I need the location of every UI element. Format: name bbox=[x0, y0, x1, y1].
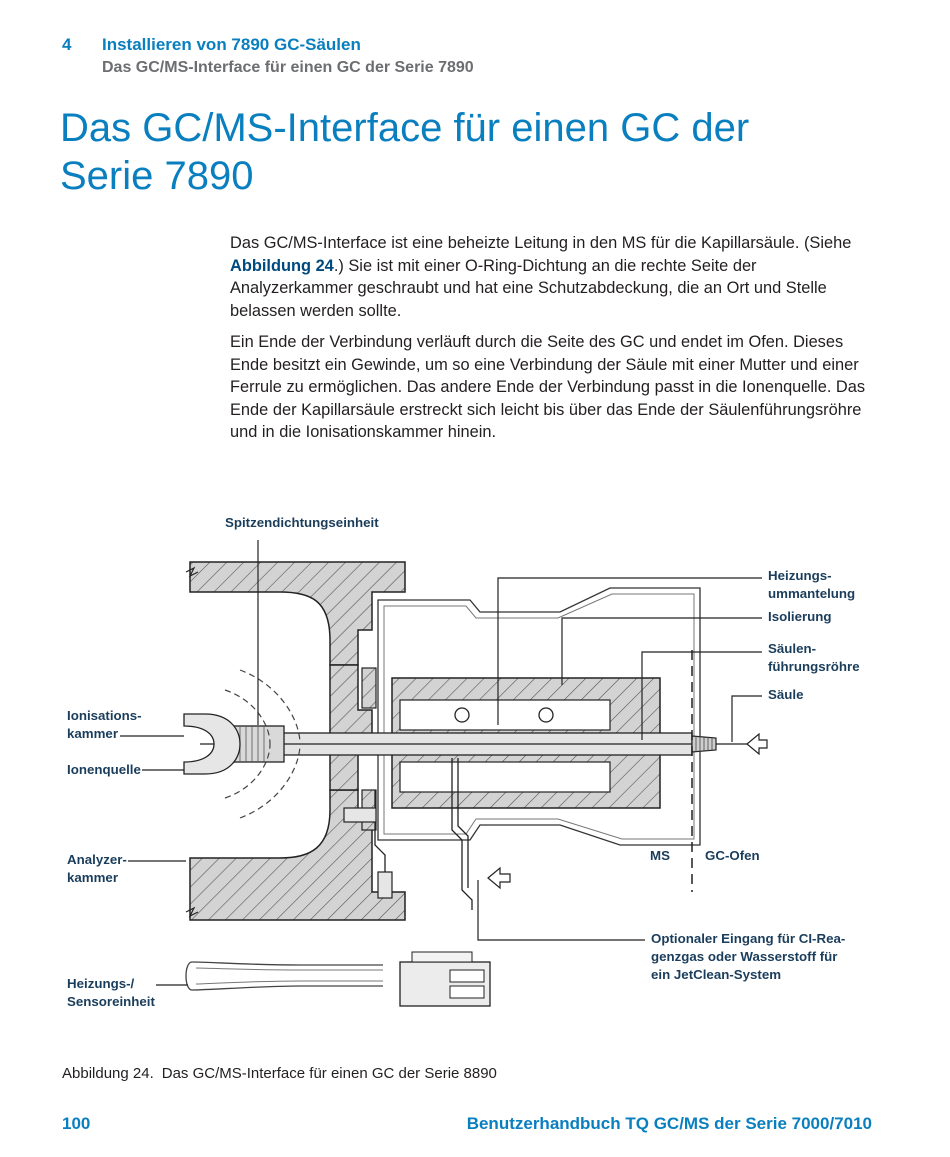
page-title: Das GC/MS-Interface für einen GC der Ser… bbox=[60, 104, 860, 200]
connector-pin-1 bbox=[449, 969, 485, 983]
connector-pin-2 bbox=[449, 985, 485, 999]
label-ion-source: Ionenquelle bbox=[67, 762, 141, 777]
figure-caption: Abbildung 24. Das GC/MS-Interface für ein… bbox=[62, 1065, 497, 1082]
leader-optional-inlet bbox=[477, 880, 645, 941]
label-column-guide: Säulen- führungsröhre bbox=[768, 641, 860, 674]
ion-source-dashed-arc-4 bbox=[224, 743, 271, 799]
body-text: Das GC/MS-Interface ist eine beheizte Le… bbox=[230, 232, 880, 453]
page-number: 100 bbox=[62, 1114, 91, 1133]
heater-cable bbox=[185, 961, 383, 991]
label-column: Säule bbox=[768, 687, 804, 702]
label-tip-seal: Spitzendichtungseinheit bbox=[225, 515, 379, 530]
connector-body bbox=[399, 961, 491, 1007]
caption-number: Abbildung 24. bbox=[62, 1065, 154, 1082]
p1-text-b: .) Sie ist mit einer O-Ring-Dichtung an … bbox=[230, 256, 827, 320]
label-ionization-chamber: Ionisations- kammer bbox=[67, 708, 142, 741]
connector-latch bbox=[411, 951, 473, 963]
label-insulation: Isolierung bbox=[768, 609, 832, 624]
page-title-line1: Das GC/MS-Interface für einen GC der bbox=[60, 106, 750, 150]
break-mark-top bbox=[185, 566, 199, 578]
leader-column-guide bbox=[641, 651, 762, 740]
section-title: Das GC/MS-Interface für einen GC der Ser… bbox=[102, 59, 474, 76]
bolt-hole-2 bbox=[538, 707, 554, 723]
label-optional-inlet: Optionaler Eingang für CI-Rea- genzgas o… bbox=[651, 931, 846, 982]
ion-source-dashed-arc-3 bbox=[224, 689, 271, 745]
gas-inlet-tube-2 bbox=[457, 758, 469, 888]
interface-drawing bbox=[120, 540, 768, 1007]
chapter-title: Installieren von 7890 GC-Säulen bbox=[102, 35, 361, 54]
heater-cavity-bottom bbox=[399, 761, 611, 793]
p1-text-a: Das GC/MS-Interface ist eine beheizte Le… bbox=[230, 234, 852, 252]
protective-cover bbox=[377, 587, 701, 846]
figure-reference-link[interactable]: Abbildung 24 bbox=[230, 256, 334, 275]
leader-insulation bbox=[561, 617, 762, 685]
bolt-hole-1 bbox=[454, 707, 470, 723]
sensor-lower-clip bbox=[377, 871, 393, 899]
label-analyzer-chamber: Analyzer- kammer bbox=[67, 852, 127, 885]
heater-cable-inner bbox=[195, 967, 383, 985]
label-heater-sensor: Heizungs-/ Sensoreinheit bbox=[67, 976, 155, 1009]
gas-inlet-tube bbox=[451, 758, 473, 910]
sensor-clip bbox=[343, 807, 377, 823]
label-gc-oven: GC-Ofen bbox=[705, 848, 760, 863]
page-title-line2: Serie 7890 bbox=[60, 154, 254, 198]
leader-column bbox=[731, 695, 762, 742]
gcms-interface-diagram: Spitzendichtungseinheit Heizungs- ummant… bbox=[0, 500, 950, 1040]
analyzer-chamber-wall bbox=[189, 561, 406, 666]
label-ms: MS bbox=[650, 848, 670, 863]
paragraph-1: Das GC/MS-Interface ist eine beheizte Le… bbox=[230, 232, 880, 322]
gas-input-arrow bbox=[487, 866, 511, 890]
oring-block-top bbox=[361, 667, 377, 709]
ion-source-dashed-arc-1 bbox=[239, 669, 301, 745]
manual-title: Benutzerhandbuch TQ GC/MS der Serie 7000… bbox=[466, 1114, 872, 1133]
leader-heater-sleeve bbox=[497, 577, 762, 725]
heater-cavity-top bbox=[399, 699, 611, 731]
break-mark-bottom bbox=[185, 906, 199, 918]
ion-source-dashed-arc-2 bbox=[239, 743, 301, 819]
column-input-arrow bbox=[746, 732, 768, 756]
label-heater-sleeve: Heizungs- ummantelung bbox=[768, 568, 856, 601]
thread-marks bbox=[695, 736, 713, 752]
chapter-number: 4 bbox=[62, 35, 72, 54]
paragraph-2: Ein Ende der Verbindung verläuft durch d… bbox=[230, 333, 866, 441]
caption-text: Das GC/MS-Interface für einen GC der Ser… bbox=[161, 1065, 497, 1082]
ion-source-body bbox=[183, 713, 241, 775]
